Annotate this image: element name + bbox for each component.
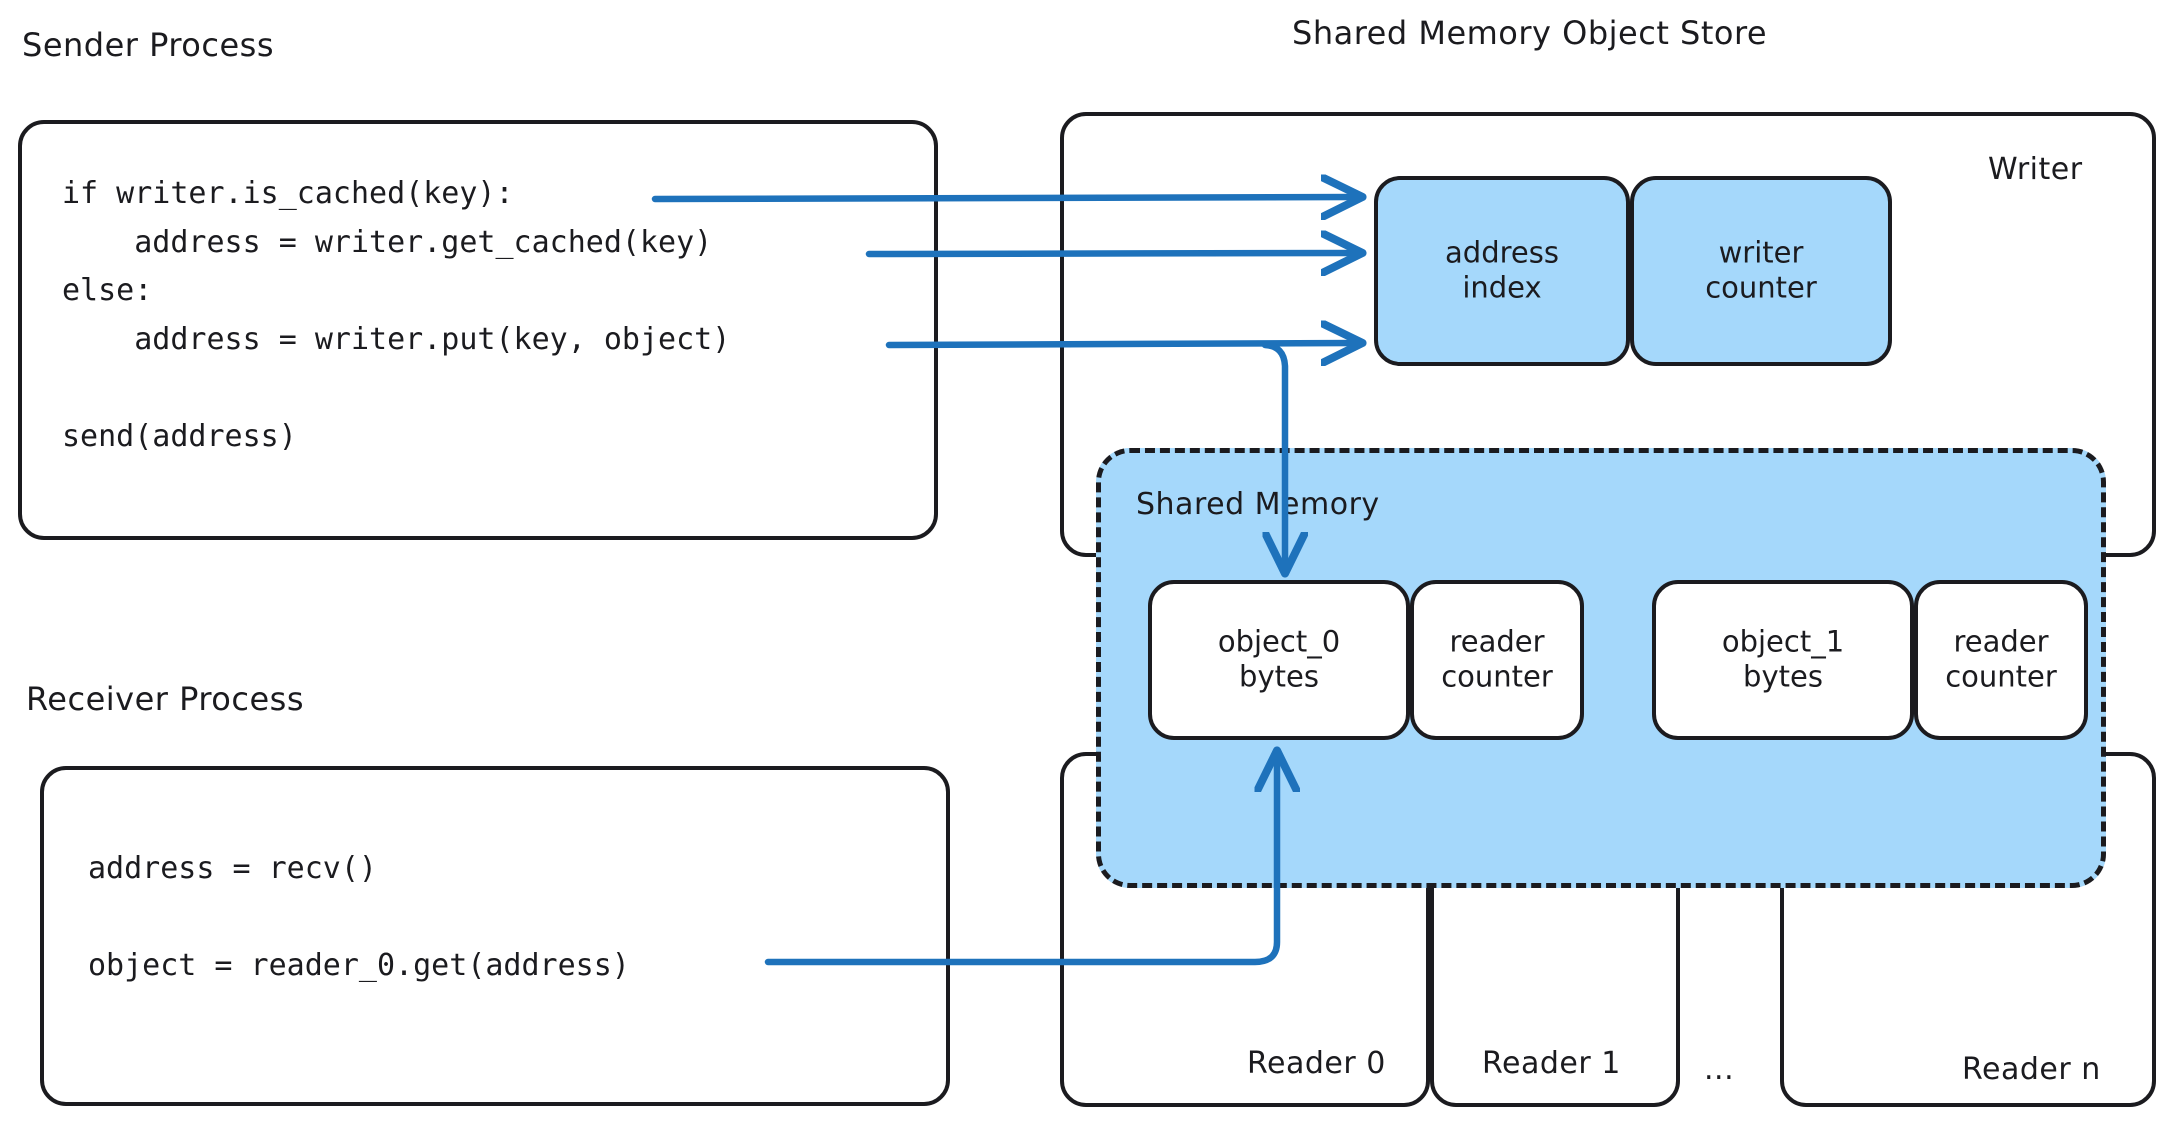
writer-counter-label: writer counter [1705, 235, 1817, 305]
reader-counter-1-label: reader counter [1945, 624, 2057, 694]
reader-1-label: Reader 1 [1482, 1046, 1621, 1081]
reader-counter-1-node: reader counter [1914, 580, 2088, 740]
reader-counter-0-label: reader counter [1441, 624, 1553, 694]
sender-process-title: Sender Process [22, 26, 274, 64]
address-index-node: address index [1374, 176, 1630, 366]
object-0-bytes-label: object_0 bytes [1217, 624, 1341, 694]
writer-label: Writer [1988, 152, 2083, 187]
object-store-title: Shared Memory Object Store [1292, 14, 1768, 52]
object-1-bytes-node: object_1 bytes [1652, 580, 1914, 740]
reader-counter-0-node: reader counter [1410, 580, 1584, 740]
writer-counter-node: writer counter [1630, 176, 1892, 366]
sender-process-box [18, 120, 938, 540]
sender-code-block: if writer.is_cached(key): address = writ… [62, 176, 731, 454]
receiver-code-block: address = recv() object = reader_0.get(a… [88, 851, 630, 984]
object-0-bytes-node: object_0 bytes [1148, 580, 1410, 740]
receiver-process-title: Receiver Process [26, 680, 304, 718]
object-1-bytes-label: object_1 bytes [1721, 624, 1845, 694]
reader-0-label: Reader 0 [1247, 1046, 1386, 1081]
reader-n-label: Reader n [1962, 1052, 2101, 1087]
address-index-label: address index [1445, 235, 1559, 305]
shared-memory-label: Shared Memory [1136, 487, 1380, 522]
readers-ellipsis-label: ... [1704, 1052, 1735, 1087]
